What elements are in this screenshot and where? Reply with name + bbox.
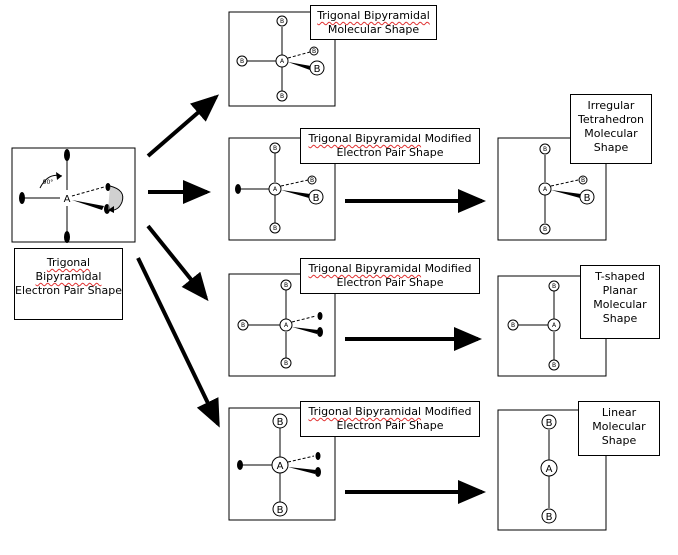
row1-atom-b-bottom: B bbox=[280, 93, 284, 100]
arrow-to-row4 bbox=[136, 257, 220, 428]
row3r-atom-b-top: B bbox=[552, 283, 556, 290]
row4-result-label: Linear Molecular Shape bbox=[578, 401, 660, 456]
row3-mod-label: Trigonal Bipyramidal Modified Electron P… bbox=[300, 258, 480, 294]
source-label: Trigonal Bipyramidal Electron Pair Shape bbox=[14, 248, 123, 320]
row3r-atom-a: A bbox=[552, 322, 557, 329]
row4r-atom-b-top: B bbox=[546, 418, 553, 429]
row4r-atom-a: A bbox=[546, 464, 553, 475]
row3-atom-b-bottom: B bbox=[284, 360, 288, 367]
arrow-to-row1 bbox=[146, 94, 220, 158]
row4-result-label-text: Linear Molecular Shape bbox=[592, 406, 646, 447]
row4-mod-label: Trigonal Bipyramidal Modified Electron P… bbox=[300, 401, 480, 437]
row3-mod-label-underlined: Trigonal Bipyramidal bbox=[308, 262, 422, 275]
row1-atom-b-left: B bbox=[240, 58, 244, 65]
row2-result-label: Irregular Tetrahedron Molecular Shape bbox=[570, 94, 652, 164]
source-box: A 90° bbox=[11, 147, 136, 243]
row2-atom-b-back: B bbox=[310, 177, 314, 184]
angle-label: 90° bbox=[43, 179, 54, 186]
row2-mod-label-rest: Modified Electron Pair Shape bbox=[336, 132, 472, 159]
row2r-atom-a: A bbox=[543, 186, 548, 193]
row3-atom-b-left: B bbox=[241, 322, 245, 329]
row1-label: Trigonal Bipyramidal Molecular Shape bbox=[310, 5, 437, 40]
row4-mod-label-rest: Modified Electron Pair Shape bbox=[336, 405, 472, 432]
row1-label-underlined: Trigonal Bipyramidal bbox=[317, 9, 430, 22]
row3-atom-b-top: B bbox=[284, 282, 288, 289]
row3-result-label-text: T-shaped Planar Molecular Shape bbox=[593, 270, 647, 325]
row2r-atom-b-bottom: B bbox=[543, 226, 547, 233]
row1-atom-b-back: B bbox=[312, 48, 316, 55]
source-label-underlined: Trigonal Bipyramidal bbox=[35, 256, 102, 283]
row3r-atom-b-bottom: B bbox=[552, 362, 556, 369]
row3-mod-label-rest: Modified Electron Pair Shape bbox=[336, 262, 472, 289]
row2r-atom-b-back: B bbox=[581, 177, 585, 184]
row3-atom-a: A bbox=[284, 322, 289, 329]
row4-mod-box: A B B bbox=[228, 407, 336, 521]
row3r-atom-b-left: B bbox=[511, 322, 515, 329]
row1-atom-b-front: B bbox=[314, 64, 321, 75]
source-label-rest: Electron Pair Shape bbox=[15, 284, 123, 297]
row2-atom-b-bottom: B bbox=[273, 225, 277, 232]
arrow-to-row3 bbox=[146, 224, 209, 302]
row4-atom-b-top: B bbox=[277, 417, 284, 428]
central-atom-source: A bbox=[64, 194, 71, 205]
row4r-atom-b-bottom: B bbox=[546, 512, 553, 523]
row4-mod-label-underlined: Trigonal Bipyramidal bbox=[308, 405, 422, 418]
row2-mod-label: Trigonal Bipyramidal Modified Electron P… bbox=[300, 128, 480, 164]
row4-atom-a: A bbox=[277, 461, 284, 472]
row1-label-rest: Molecular Shape bbox=[327, 23, 420, 36]
row4-atom-b-bottom: B bbox=[277, 505, 284, 516]
row3-mod-box: A B B B bbox=[228, 273, 336, 377]
row2r-atom-b-top: B bbox=[543, 146, 547, 153]
row1-atom-a: A bbox=[280, 58, 285, 65]
row2-atom-b-top: B bbox=[273, 145, 277, 152]
row2-mod-label-underlined: Trigonal Bipyramidal bbox=[308, 132, 422, 145]
row3-result-label: T-shaped Planar Molecular Shape bbox=[580, 265, 660, 339]
row2-result-label-text: Irregular Tetrahedron Molecular Shape bbox=[578, 99, 644, 154]
row2-atom-a: A bbox=[273, 186, 278, 193]
row2-atom-b-front: B bbox=[313, 193, 320, 204]
row2r-atom-b-front: B bbox=[584, 193, 591, 204]
row1-atom-b-top: B bbox=[280, 18, 284, 25]
